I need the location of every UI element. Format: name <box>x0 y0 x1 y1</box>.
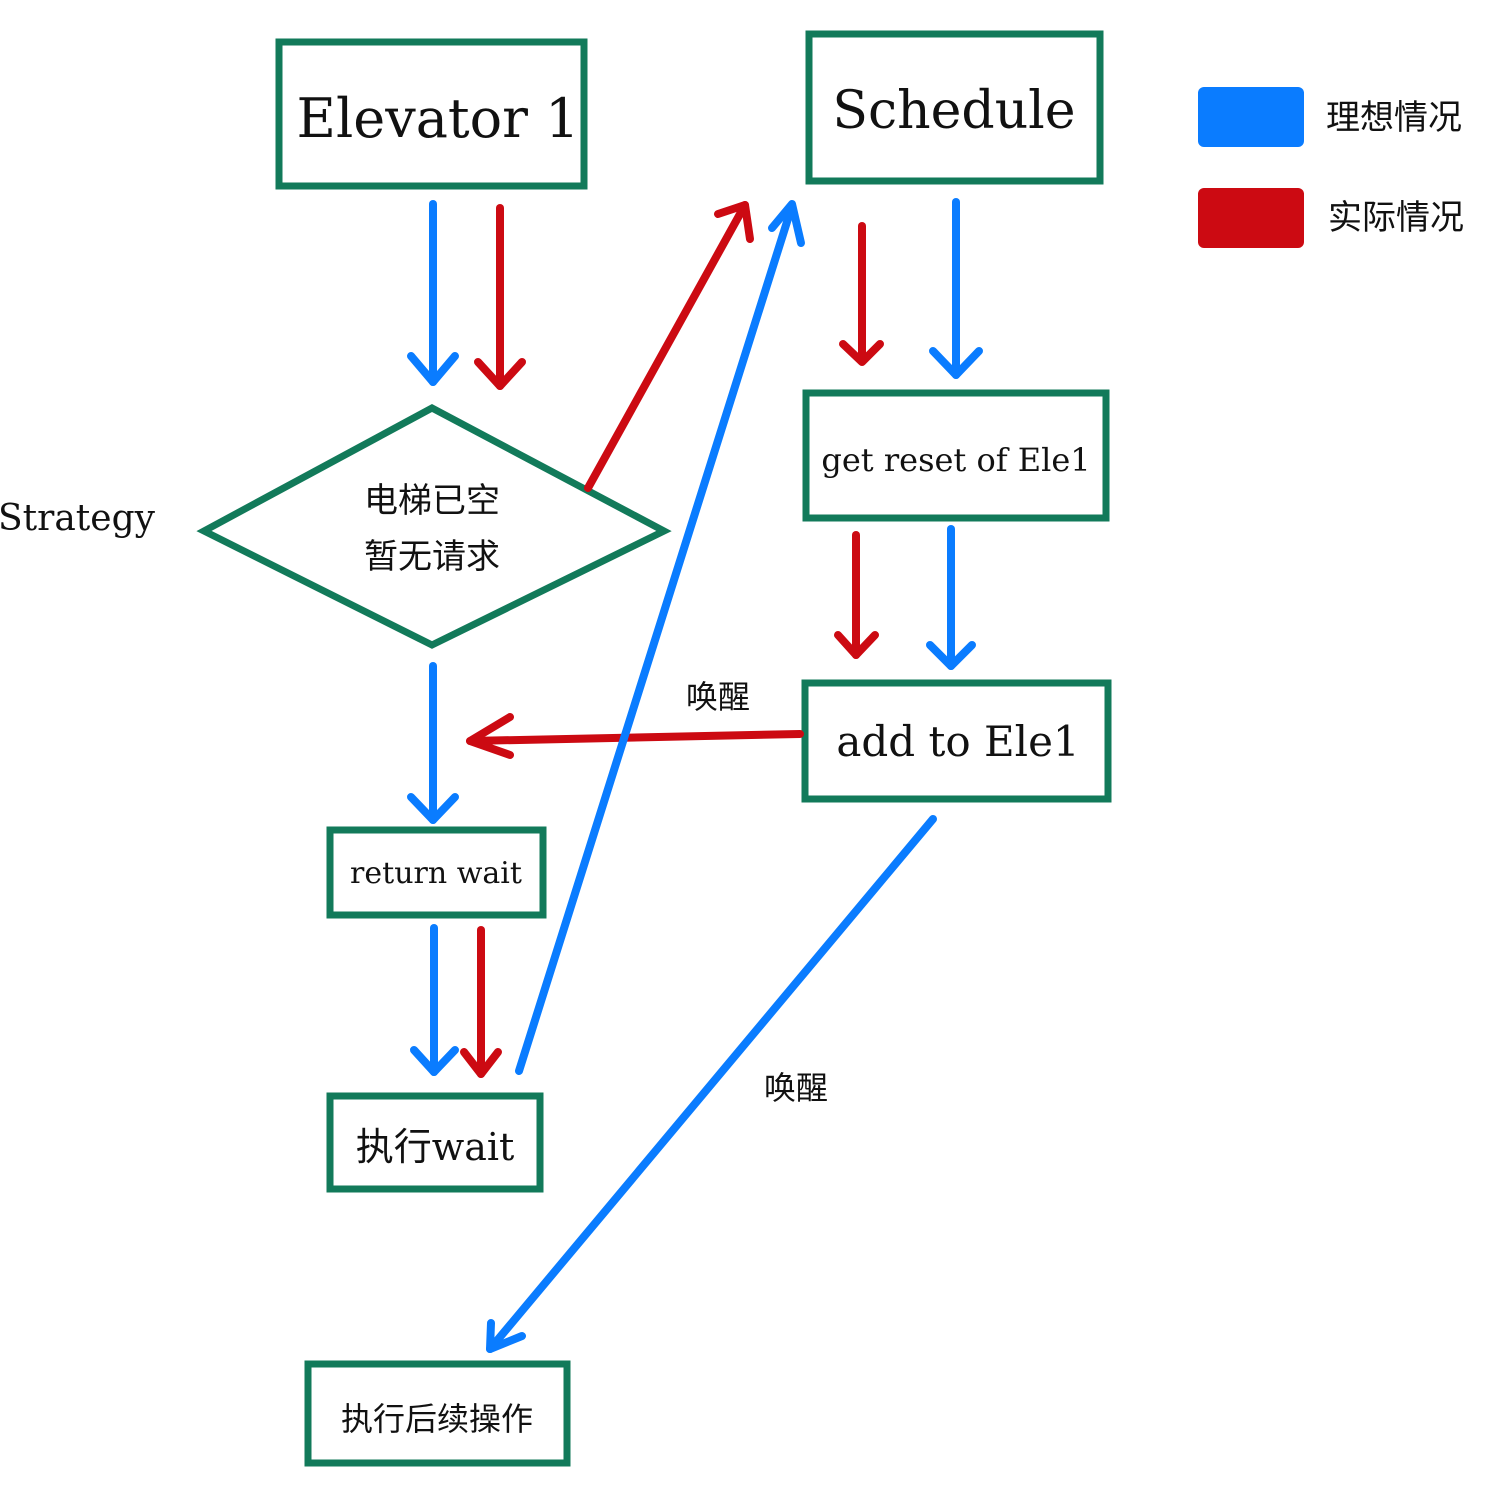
elevator-node: Elevator 1 <box>275 38 588 190</box>
arrow-elevator-to-decision-ideal <box>407 200 459 386</box>
return-wait-node: return wait <box>326 826 547 919</box>
arrow-get-reset-to-add-to-ideal <box>926 525 976 670</box>
arrow-schedule-to-get-reset-actual <box>839 222 884 366</box>
strategy-decision-node: 电梯已空 暂无请求 <box>196 404 672 649</box>
decision-line-2: 暂无请求 <box>364 537 500 577</box>
schedule-node-label: Schedule <box>832 81 1075 141</box>
arrow-add-to-exec-follow-ideal <box>486 815 937 1353</box>
elevator-node-label: Elevator 1 <box>297 87 580 150</box>
exec-wait-node-label: 执行wait <box>356 1125 515 1169</box>
return-wait-node-label: return wait <box>350 856 522 891</box>
arrow-schedule-to-get-reset-ideal <box>929 198 983 379</box>
arrow-exec-wait-to-schedule-ideal <box>515 200 805 1075</box>
arrow-return-wait-to-exec-wait-ideal <box>410 924 459 1076</box>
arrow-elevator-to-decision-actual <box>474 204 526 390</box>
legend-actual-label: 实际情况 <box>1328 198 1464 238</box>
exec-wait-node: 执行wait <box>326 1092 544 1193</box>
schedule-node: Schedule <box>805 30 1104 185</box>
legend-ideal-swatch <box>1198 87 1304 147</box>
legend-actual-swatch <box>1198 188 1304 248</box>
arrow-get-reset-to-add-to-actual <box>834 531 879 659</box>
exec-follow-node: 执行后续操作 <box>304 1360 571 1467</box>
wake-label-1: 唤醒 <box>686 678 750 716</box>
get-reset-node-label: get reset of Ele1 <box>821 441 1090 479</box>
add-to-node: add to Ele1 <box>801 679 1112 803</box>
wake-label-2: 唤醒 <box>764 1069 828 1107</box>
add-to-node-label: add to Ele1 <box>836 717 1079 766</box>
decision-line-1: 电梯已空 <box>364 481 500 521</box>
arrow-decision-to-schedule-actual <box>584 201 754 492</box>
arrow-add-to-wake-actual <box>466 713 804 759</box>
strategy-label: Strategy <box>0 498 156 539</box>
get-reset-node: get reset of Ele1 <box>802 389 1110 522</box>
legend-ideal-label: 理想情况 <box>1326 98 1462 138</box>
arrow-return-wait-to-exec-wait-actual <box>460 926 502 1078</box>
arrow-decision-to-return-wait-ideal <box>407 662 459 824</box>
exec-follow-node-label: 执行后续操作 <box>341 1400 533 1438</box>
